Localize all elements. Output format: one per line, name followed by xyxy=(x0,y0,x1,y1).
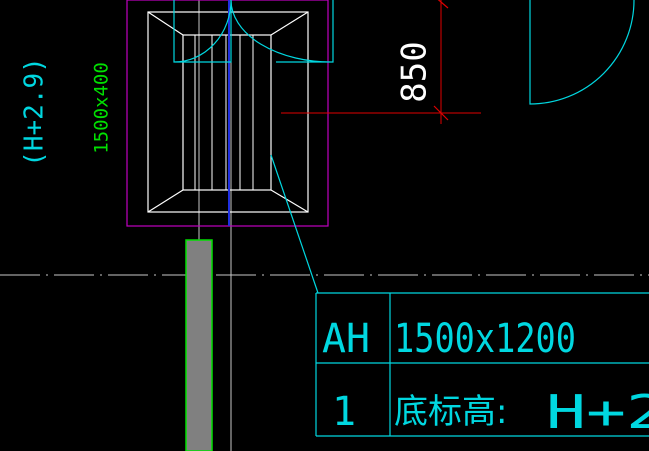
table-cell-elevation-value: H+2 xyxy=(546,385,649,439)
table-cell-index: 1 xyxy=(332,389,356,435)
table-cell-bottom-elevation-label: 底标高: xyxy=(394,392,507,432)
hopper-corner-tl xyxy=(147,11,184,36)
elevation-label-vertical: (H+2.9) xyxy=(20,57,50,167)
table-cell-ah: AH xyxy=(322,316,370,362)
leader-line xyxy=(270,154,319,294)
hopper-corner-br xyxy=(270,189,309,213)
dimension-tick-bottom xyxy=(433,105,449,121)
hopper-corner-bl xyxy=(147,189,184,213)
gray-column xyxy=(185,239,213,451)
door-swing-arc-right xyxy=(230,0,334,63)
table-cell-size: 1500x1200 xyxy=(394,316,576,362)
annotation-table: AH 1500x1200 1 底标高: H+2 xyxy=(315,292,649,439)
dimension-tick-top xyxy=(437,0,449,9)
dimension-text-850: 850 xyxy=(395,41,435,102)
door-swing-arc-far-right xyxy=(529,0,635,105)
size-label-vertical: 1500x400 xyxy=(91,62,113,154)
hopper-corner-tr xyxy=(270,11,309,36)
hopper-inner-rect xyxy=(182,34,272,191)
